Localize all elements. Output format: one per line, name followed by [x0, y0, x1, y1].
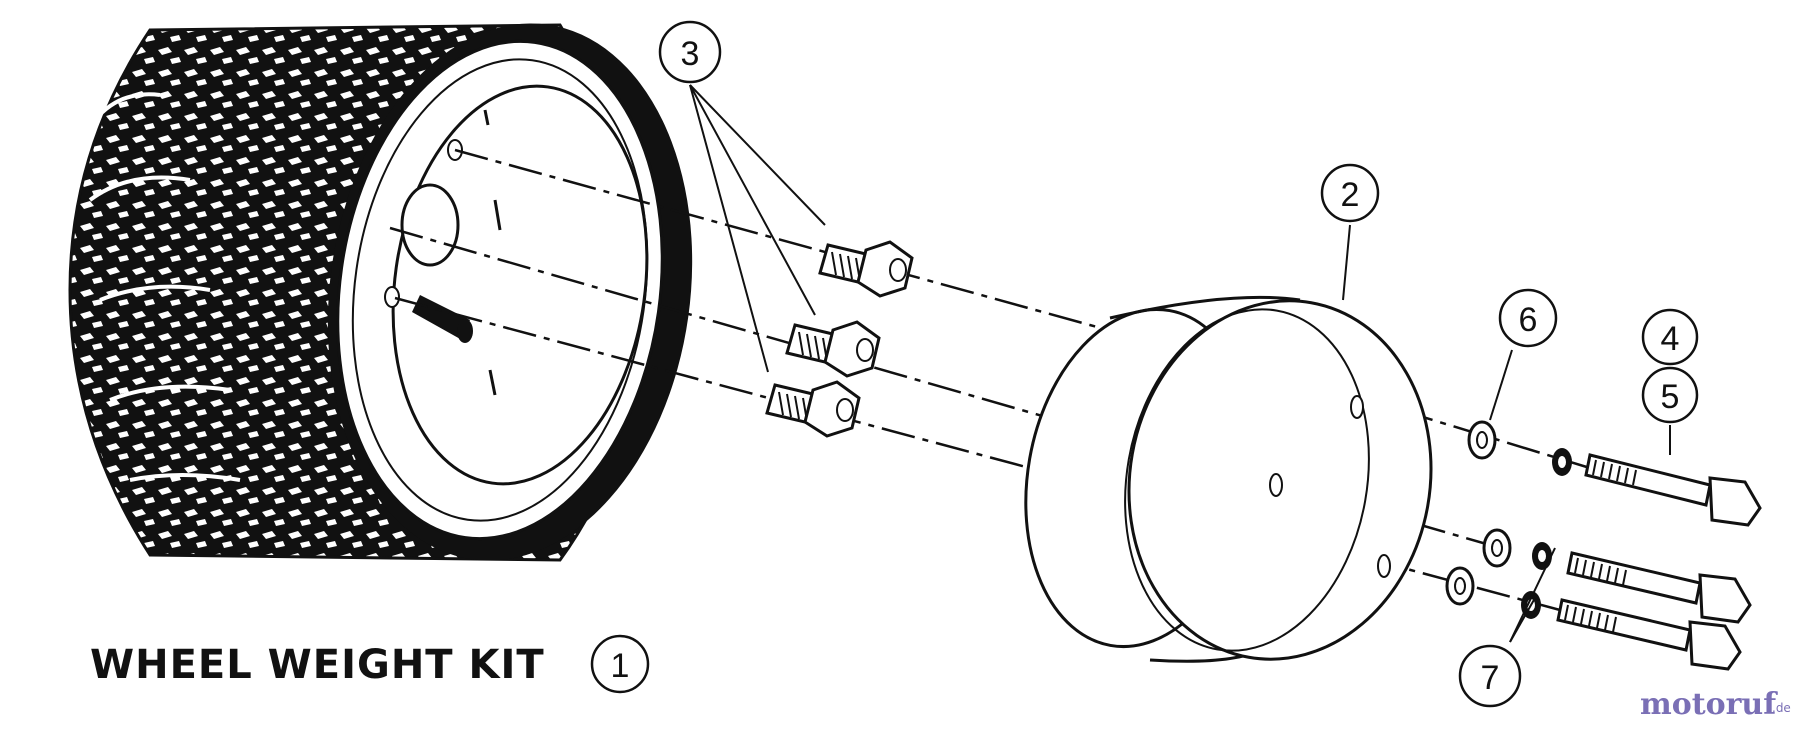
- cap-screw-lower: [1556, 598, 1742, 671]
- callout-7: 7: [1458, 644, 1522, 708]
- svg-text:3: 3: [681, 35, 700, 73]
- callout-6: 6: [1498, 288, 1558, 348]
- svg-text:2: 2: [1341, 176, 1360, 214]
- bolt-3-middle: [785, 320, 881, 378]
- wheel-weight: [1024, 295, 1433, 663]
- washer-6-upper: [1467, 420, 1497, 460]
- callout-2: 2: [1320, 163, 1380, 223]
- washer-6-lower: [1445, 566, 1475, 606]
- watermark-suffix: .de: [1772, 701, 1791, 715]
- callout-5: 5: [1641, 366, 1699, 424]
- lock-washer-7-middle: [1532, 542, 1552, 570]
- cap-screw-middle: [1566, 551, 1752, 624]
- cap-screw-upper: [1584, 453, 1762, 527]
- title-callout-circle: [590, 634, 650, 694]
- watermark-logo: motoruf .de: [1640, 687, 1791, 722]
- bolt-3-upper: [818, 240, 914, 298]
- callout-4: 4: [1641, 308, 1699, 366]
- wheel-rim: [327, 23, 693, 561]
- washer-6-middle: [1482, 528, 1512, 568]
- title-callout-number: 1: [611, 647, 630, 685]
- svg-text:5: 5: [1661, 378, 1680, 416]
- diagram-title: WHEEL WEIGHT KIT 1: [90, 634, 650, 694]
- svg-text:7: 7: [1481, 659, 1500, 697]
- lock-washer-7-upper: [1552, 448, 1572, 476]
- callout-3: 3: [658, 20, 722, 84]
- watermark-name: motoruf: [1640, 687, 1778, 722]
- leader-lines: [689, 84, 1671, 643]
- svg-text:6: 6: [1519, 301, 1538, 339]
- svg-text:4: 4: [1661, 320, 1680, 358]
- bolt-3-lower: [765, 380, 861, 438]
- title-text: WHEEL WEIGHT KIT: [90, 642, 545, 688]
